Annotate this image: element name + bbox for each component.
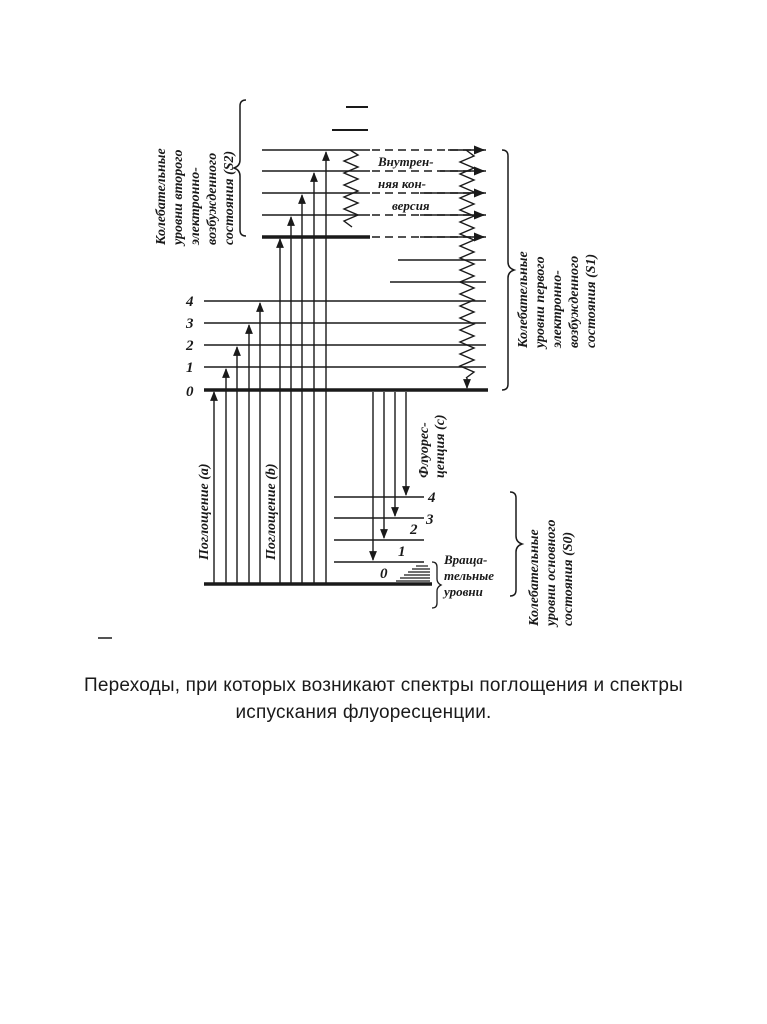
s2-label-line1: Колебательные	[154, 148, 169, 246]
rotational-label-line1: Враща-	[443, 552, 487, 567]
s1-label-line4: возбужденного	[567, 256, 582, 348]
s0-level-label-3: 3	[425, 512, 434, 528]
s2-label-line3: электронно-	[188, 167, 203, 246]
s1-label-line1: Колебательные	[516, 251, 531, 349]
s0-level-label-2: 2	[409, 522, 418, 538]
s2-brace	[231, 99, 247, 237]
s2-label-line2: уровни второго	[171, 150, 186, 247]
fluorescence-label-line2: ценция (c)	[433, 414, 448, 478]
s0-label-line3: состояния (S0)	[561, 532, 576, 626]
absorption-a-label: Поглощение (a)	[197, 463, 212, 561]
absorption-b-label: Поглощение (b)	[264, 463, 279, 561]
s1-level-label-0: 0	[186, 384, 194, 400]
s0-brace	[509, 491, 525, 597]
rotational-brace	[431, 561, 443, 609]
s1-level-label-1: 1	[186, 360, 194, 376]
s1-label-line5: состояния (S1)	[584, 254, 599, 348]
caption-line-1: Переходы, при которых возникают спектры …	[84, 675, 683, 696]
s0-level-label-0: 0	[380, 566, 388, 582]
s2-relaxation-wave	[342, 149, 360, 228]
s1-brace	[501, 149, 517, 391]
figure-caption: Переходы, при которых возникают спектры …	[0, 672, 767, 726]
s1-label-line3: электронно-	[550, 270, 565, 349]
s2-label-line5: состояния (S2)	[222, 151, 237, 245]
s1-label-line2: уровни первого	[533, 256, 548, 350]
internal-conversion-line3: версия	[392, 198, 430, 213]
s0-level-label-1: 1	[398, 544, 406, 560]
fluorescence-label-line1: Флуорес-	[417, 422, 432, 478]
internal-conversion-line2: няя кон-	[378, 176, 426, 191]
caption-line-2: испускания флуоресценции.	[235, 702, 492, 723]
internal-conversion-line1: Внутрен-	[377, 154, 434, 169]
s1-level-label-4: 4	[185, 294, 194, 310]
s0-label-line1: Колебательные	[527, 529, 542, 627]
s2-label-line4: возбужденного	[205, 153, 220, 245]
s1-level-label-3: 3	[185, 316, 194, 332]
s0-level-label-4: 4	[427, 490, 436, 506]
rotational-label-line3: уровни	[442, 584, 483, 599]
s1-level-label-2: 2	[185, 338, 194, 354]
rotational-label-line2: тельные	[444, 568, 494, 583]
s0-label-line2: уровни основного	[544, 519, 559, 628]
s1-relaxation-wave	[458, 149, 476, 379]
